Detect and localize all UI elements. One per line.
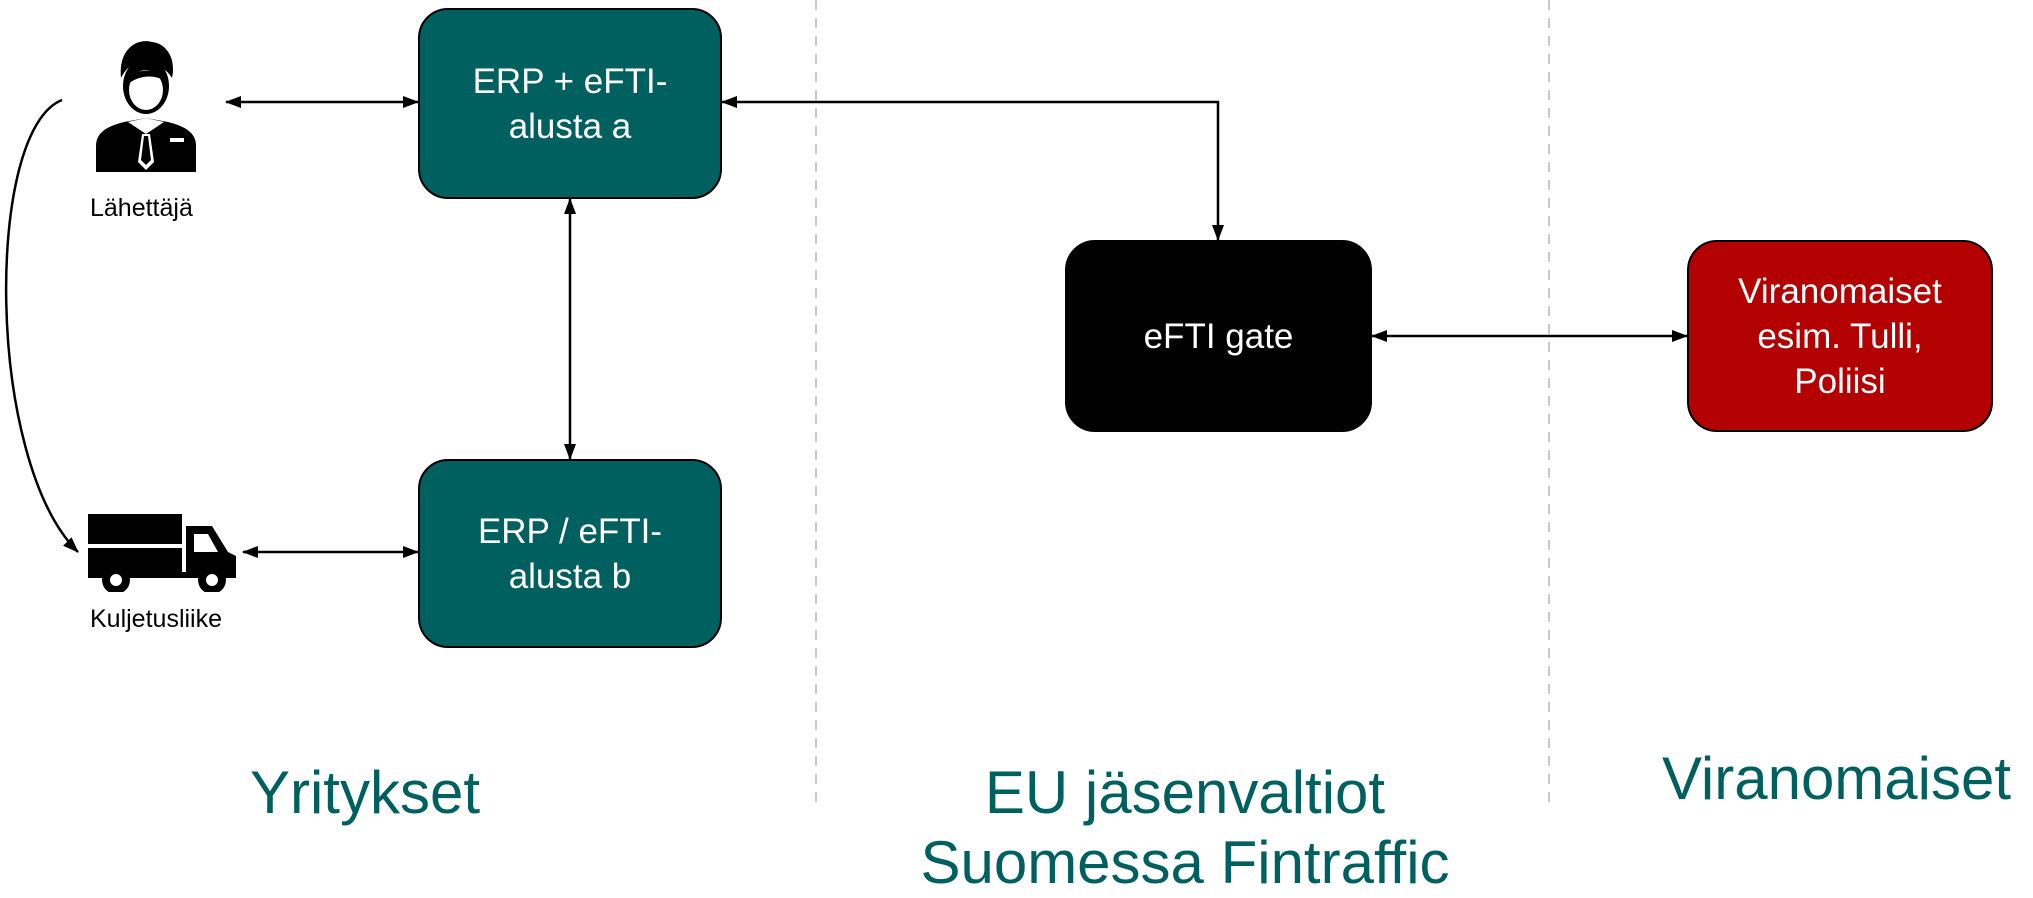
platform-b-label: ERP / eFTI- alusta b <box>477 511 663 596</box>
truck-icon <box>88 514 236 592</box>
efti-gate-box: eFTI gate <box>1065 240 1372 432</box>
sender-label: Lähettäjä <box>90 194 193 222</box>
arrow-platform-a-gate <box>721 96 1224 241</box>
zone-label-companies: Yritykset <box>249 759 481 826</box>
zone-label-authorities: Viranomaiset <box>1661 745 2012 812</box>
platform-a-box: ERP + eFTI- alusta a <box>418 8 722 199</box>
platform-b-box: ERP / eFTI- alusta b <box>418 459 722 648</box>
efti-gate-label: eFTI gate <box>1143 316 1294 356</box>
arrow-sender-carrier-curve <box>4 98 79 553</box>
carrier-label: Kuljetusliike <box>90 605 223 633</box>
authorities-box: Viranomaiset esim. Tulli, Poliisi <box>1687 240 1993 432</box>
authorities-label: Viranomaiset esim. Tulli, Poliisi <box>1738 271 1942 401</box>
businessman-icon <box>96 41 196 172</box>
zone-label-member-states: EU jäsenvaltiot Suomessa Fintraffic <box>920 759 1450 896</box>
platform-a-label: ERP + eFTI- alusta a <box>472 61 668 146</box>
